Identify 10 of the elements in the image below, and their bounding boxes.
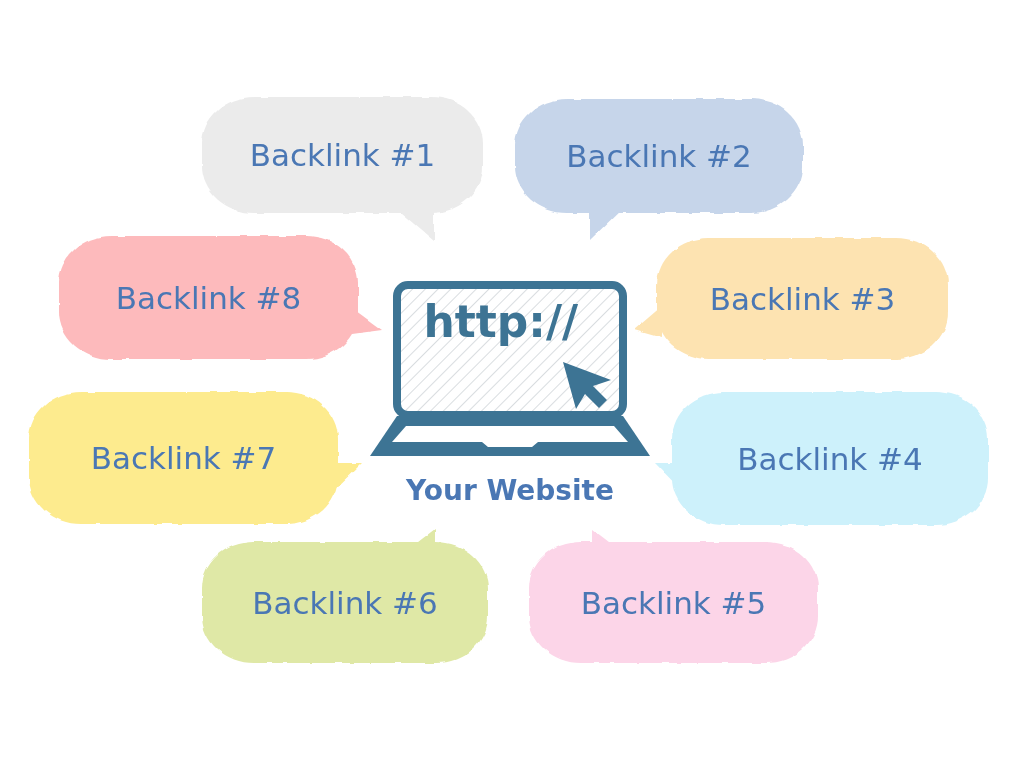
bubble-label: Backlink #5 (580, 585, 767, 620)
bubble-label: Backlink #4 (737, 441, 923, 476)
bubble-label: Backlink #8 (115, 280, 302, 315)
bubble-label: Backlink #6 (252, 585, 438, 620)
caption-text: Your Website (406, 475, 614, 507)
bubble-label: Backlink #7 (90, 440, 277, 476)
bubble-label: Backlink #2 (566, 138, 752, 174)
bubble-label: Backlink #1 (249, 137, 436, 173)
bubble-label: Backlink #3 (709, 281, 896, 316)
url-text: http:// (423, 297, 579, 347)
